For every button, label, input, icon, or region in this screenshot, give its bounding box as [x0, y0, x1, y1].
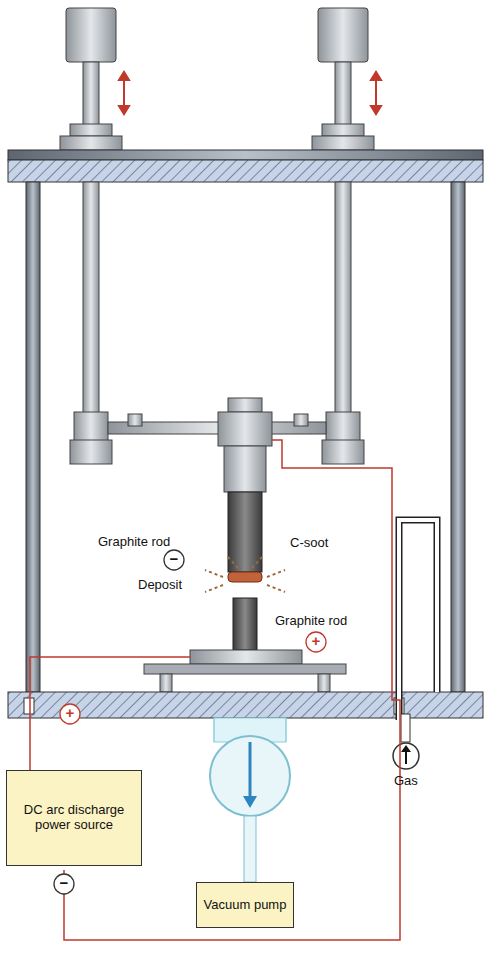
box-label: Vacuum pump: [204, 898, 287, 913]
equipment-box: Vacuum pump: [196, 882, 294, 928]
polarity-sign: −: [54, 875, 74, 892]
part-label: Gas: [394, 774, 418, 788]
part-label: Deposit: [138, 578, 182, 592]
polarity-sign: +: [306, 633, 326, 650]
box-label: DC arc discharge power source: [7, 803, 141, 833]
part-label: C-soot: [290, 536, 328, 550]
equipment-box: DC arc discharge power source: [6, 770, 142, 866]
part-label: Graphite rod: [98, 535, 170, 549]
part-label: Graphite rod: [275, 614, 347, 628]
polarity-sign: −: [164, 551, 184, 568]
polarity-sign: +: [60, 705, 80, 722]
